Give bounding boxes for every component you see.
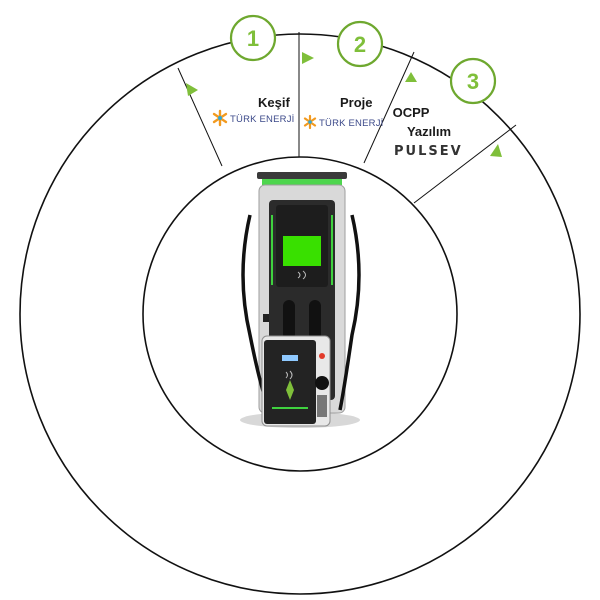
step-1-title: Keşif	[258, 95, 290, 110]
svg-text:3: 3	[467, 69, 479, 94]
inner-ring	[142, 156, 458, 472]
arrow-marker-icon	[186, 83, 198, 96]
segment-3-content: OCPP Yazılım PULSEV	[393, 105, 463, 159]
turk-enerji-logo-icon	[212, 109, 228, 127]
arrow-markers	[186, 52, 502, 157]
arrow-marker-icon	[405, 72, 417, 82]
brand-label: TÜRK ENERJİ	[230, 114, 294, 125]
arrow-marker-icon	[490, 144, 502, 157]
step-3-title-line-2: Yazılım	[407, 124, 451, 139]
svg-text:2: 2	[354, 32, 366, 57]
outer-ring	[19, 33, 581, 595]
step-badge-2: 2	[336, 20, 384, 68]
ev-charging-stations-image	[240, 172, 361, 428]
pulsev-logo-icon: PULSEV	[394, 144, 463, 159]
turk-enerji-logo-icon	[303, 114, 317, 130]
segment-dividers	[177, 32, 517, 204]
step-2-title: Proje	[340, 95, 373, 110]
brand-label: TÜRK ENERJİ	[319, 118, 383, 129]
segment-2-content: Proje TÜRK ENERJİ	[303, 95, 383, 130]
arrow-marker-icon	[302, 52, 314, 64]
svg-text:1: 1	[247, 26, 259, 51]
step-3-title-line-1: OCPP	[393, 105, 430, 120]
step-badge-1: 1	[229, 14, 277, 62]
segment-1-content: Keşif TÜRK ENERJİ	[212, 95, 294, 127]
step-badge-3: 3	[449, 57, 497, 105]
